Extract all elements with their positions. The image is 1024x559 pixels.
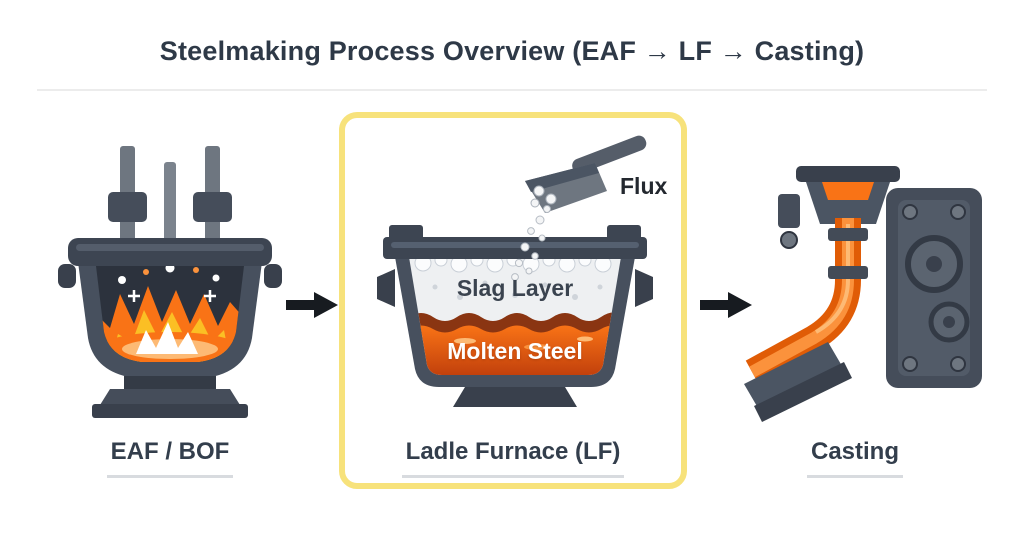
stage-label-casting: Casting (806, 438, 903, 478)
lf-highlight-box (339, 112, 687, 489)
caster-rollers-icon (905, 235, 970, 343)
right-arrow-icon (700, 289, 752, 321)
slag-layer-label: Slag Layer (456, 275, 574, 301)
caster-tundish (796, 166, 900, 224)
molten-strand-icon (745, 218, 861, 384)
eaf-furnace-illustration (58, 146, 282, 418)
ladle-furnace-illustration (365, 125, 665, 425)
eaf-flames-icon (96, 266, 244, 362)
stage-label-lf: Ladle Furnace (LF) (401, 438, 625, 478)
ladle-base (453, 387, 577, 407)
eaf-pedestal (92, 376, 248, 418)
flux-stream-icon (511, 215, 546, 281)
title-divider (37, 89, 987, 91)
ladle-rim (383, 225, 647, 259)
casting-machine-illustration (744, 160, 990, 426)
right-arrow-icon (286, 289, 338, 321)
page-title: Steelmaking Process Overview (EAF → LF →… (159, 36, 865, 66)
eaf-electrodes-icon (108, 146, 232, 252)
flux-label: Flux (620, 173, 668, 199)
caster-ramp (744, 342, 852, 422)
stage-label-casting-wrap: Casting (745, 438, 965, 478)
stage-label-eaf: EAF / BOF (106, 438, 234, 478)
molten-steel-icon (409, 325, 621, 375)
stage-label-lf-wrap: Ladle Furnace (LF) (351, 438, 675, 478)
molten-steel-label: Molten Steel (447, 338, 583, 364)
stage-label-eaf-wrap: EAF / BOF (58, 438, 282, 478)
flux-scoop-icon (525, 135, 647, 213)
